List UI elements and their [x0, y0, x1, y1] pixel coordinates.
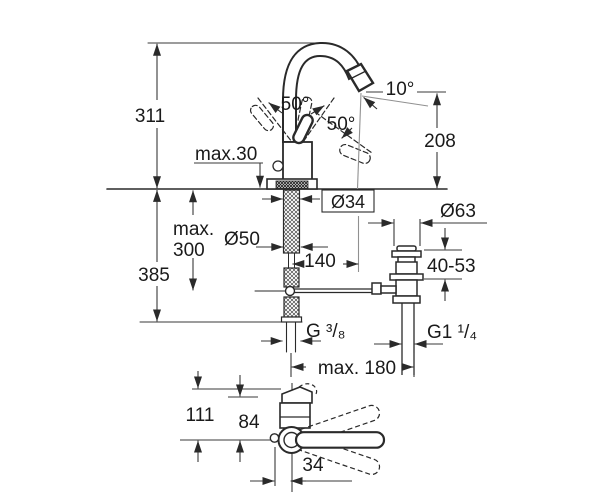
lever-handle	[292, 113, 314, 145]
body-detail-ring	[272, 160, 284, 172]
dim-84-label: 84	[238, 412, 260, 433]
base-escutcheon-hatch	[275, 180, 309, 190]
dim-111-label: 111	[186, 405, 215, 426]
dim-max180-label: max. 180	[318, 358, 396, 379]
dim-140-label: 140	[304, 251, 336, 272]
dim-max300-line2: 300	[173, 240, 205, 261]
plan-set-screw	[269, 433, 280, 443]
dim-base-label: Ø50	[224, 229, 260, 250]
waste-mid-flange	[389, 273, 424, 281]
spout-outlet	[345, 62, 375, 93]
waste-lower-ring	[392, 295, 421, 304]
dim-waste-flange-label: Ø63	[440, 201, 476, 222]
angle-swivel-label: 50°	[281, 94, 310, 115]
plan-spout	[281, 386, 313, 404]
spout-tip-extension-upper	[356, 92, 362, 190]
spout-outlet-face	[351, 70, 367, 79]
waste-upper-body	[395, 261, 418, 275]
mounting-shank	[280, 189, 303, 353]
waste-rod-arm	[380, 285, 397, 294]
plan-lever	[294, 431, 386, 449]
waste-assembly	[371, 245, 424, 375]
dim-311-label: 311	[135, 106, 165, 127]
dim-208-label: 208	[424, 131, 456, 152]
waste-rod-joint	[371, 282, 382, 295]
construction-lines	[356, 92, 429, 272]
plan-view	[180, 371, 386, 492]
pop-up-rod	[254, 285, 375, 297]
plan-spout-dashed-tip	[298, 383, 318, 395]
dim-4053-label: 40-53	[427, 256, 476, 277]
dim-max300-line1: max.	[173, 219, 214, 240]
main-elevation-view	[106, 41, 448, 353]
dimension-labels: 311 max.30 50° 50° 10° 208 Ø34 max. 300 …	[135, 79, 477, 476]
dim-34-label: 34	[302, 455, 324, 476]
dim-max30-label: max.30	[195, 144, 257, 165]
waste-body	[395, 279, 418, 297]
waste-top-flange	[391, 250, 422, 258]
angle-spout-label: 10°	[386, 79, 415, 100]
dim-hole-label: Ø34	[331, 192, 365, 212]
plan-body	[279, 402, 311, 429]
faucet-body	[282, 141, 313, 181]
dimensions	[153, 43, 487, 377]
thread-supply-label: G ³/₈	[306, 321, 346, 342]
dim-385-label: 385	[138, 265, 170, 286]
hole-diameter-box	[321, 189, 375, 213]
angle-lever-label: 50°	[327, 114, 356, 135]
thread-waste-label: G1 ¹/₄	[427, 322, 477, 343]
